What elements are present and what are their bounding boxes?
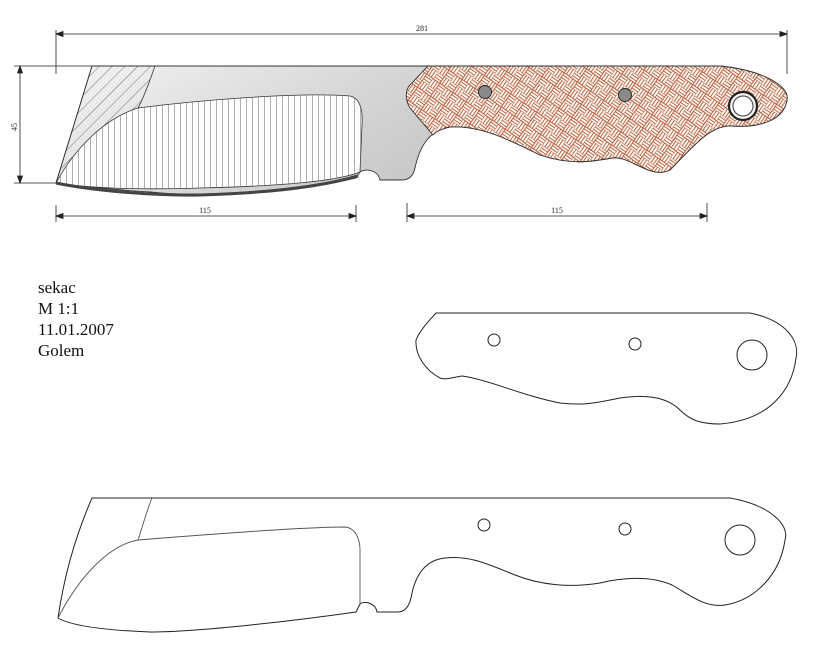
author-label: Golem — [38, 341, 85, 360]
pin-hole-icon — [618, 522, 632, 536]
pin-icon — [618, 88, 632, 102]
title-block: sekac M 1:1 11.01.2007 Golem — [38, 277, 114, 361]
pin-hole-icon — [628, 337, 642, 351]
dimension-handle — [405, 203, 709, 222]
blank-outline — [57, 497, 787, 633]
lanyard-hole-icon — [736, 339, 768, 371]
cutting-edge — [55, 174, 359, 197]
pin-icon — [478, 85, 492, 99]
handle-length-label: 115 — [551, 206, 563, 215]
date-label: 11.01.2007 — [38, 320, 114, 339]
dimension-blade — [54, 205, 358, 222]
overall-length-label: 281 — [416, 24, 428, 33]
knife-rendered — [55, 65, 788, 197]
dimension-height — [14, 64, 100, 185]
pin-hole-icon — [487, 333, 501, 347]
lanyard-hole-icon — [724, 524, 756, 556]
height-label: 45 — [10, 123, 19, 131]
knife-name: sekac — [38, 278, 76, 297]
blade-length-label: 115 — [199, 206, 211, 215]
handle-outline — [415, 312, 798, 425]
handle-scale — [405, 65, 788, 173]
dimension-overall — [54, 30, 789, 74]
pin-hole-icon — [477, 518, 491, 532]
lanyard-hole-inner — [732, 95, 754, 117]
scale-label: M 1:1 — [38, 299, 80, 318]
blade-grind-hatch — [56, 94, 363, 189]
